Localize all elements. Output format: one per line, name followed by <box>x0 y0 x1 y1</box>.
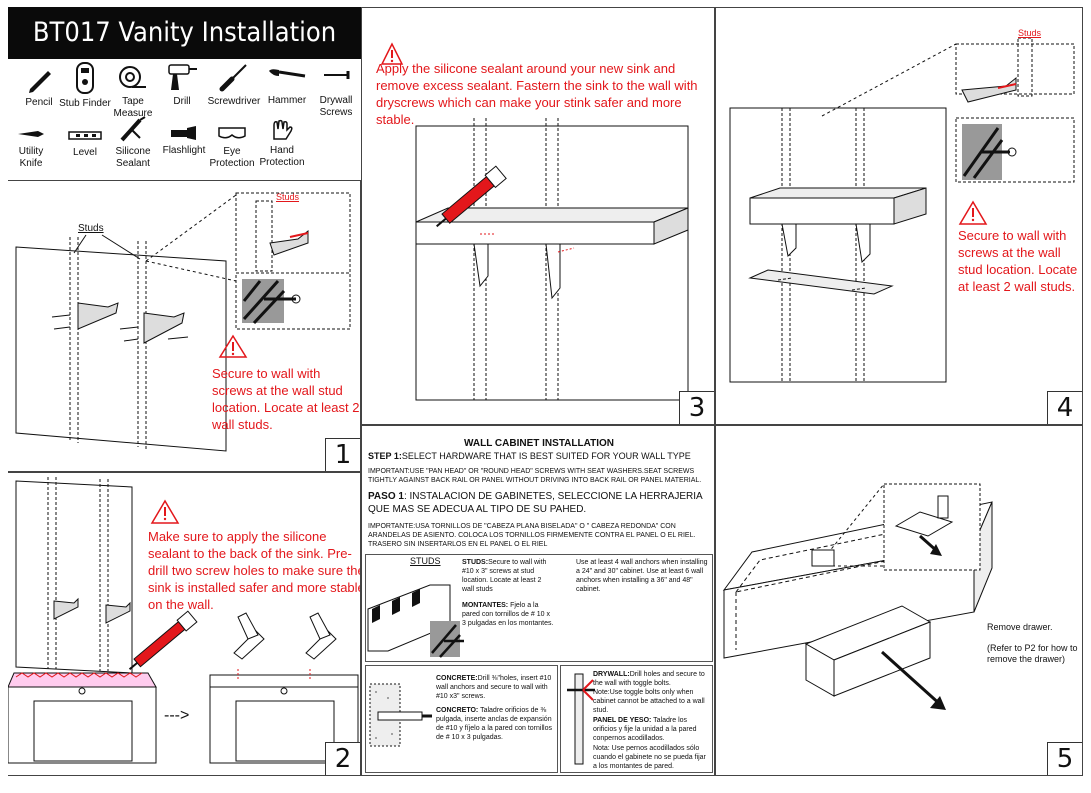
drywall-text: DRYWALL:Drill holes and secure to the wa… <box>593 671 705 687</box>
tool-screwdriver: Screwdriver <box>203 62 265 108</box>
wall-cabinet-panel: WALL CABINET INSTALLATION STEP 1:SELECT … <box>361 425 715 776</box>
tool-level: Level <box>54 129 116 159</box>
panel-text: PANEL DE YESO: Taladre los orificios y f… <box>593 717 697 742</box>
step-3-warning: Apply the silicone sealant around your n… <box>376 61 698 127</box>
step-5-illustration <box>722 483 993 710</box>
tool-label: Pencil <box>25 97 53 108</box>
step-1-panel: Studs Studs Secure to wall with screws a… <box>8 180 361 472</box>
tool-label: Utility Knife <box>18 146 44 169</box>
screwdriver-icon <box>219 64 247 92</box>
level-icon <box>68 131 102 140</box>
inset-studs-label: Studs <box>1018 28 1042 38</box>
tools-panel: BT017 Vanity Installation Guide Pencil S… <box>8 7 361 180</box>
tool-label: Stub Finder <box>59 98 111 109</box>
step-1-illustration <box>15 192 351 452</box>
tool-stud-finder: Stub Finder <box>54 62 116 110</box>
cabinet-step1: STEP 1:SELECT HARDWARE THAT IS BEST SUIT… <box>368 451 691 461</box>
step-number: 4 <box>1047 391 1082 424</box>
anchors-note: Use at least 4 wall anchors when install… <box>576 559 708 593</box>
concreto-text: CONCRETO: Taladre orificios de ⅜ pulgada… <box>436 707 552 741</box>
step-2-warning: Make sure to apply the silicone sealant … <box>148 529 361 612</box>
tool-silicone-sealant: Silicone Sealant <box>102 116 164 170</box>
drywall-box: DRYWALL:Drill holes and secure to the wa… <box>560 665 713 773</box>
tool-hammer: Hammer <box>256 67 318 107</box>
drill-icon <box>168 64 197 90</box>
step-1-warning: Secure to wall with screws at the wall s… <box>212 366 360 432</box>
sealant-gun-icon <box>120 116 146 142</box>
studs-text: STUDS:Secure to wall with #10 x 3" screw… <box>462 559 547 593</box>
tool-hand-protection: Hand Protection <box>251 119 313 169</box>
step-3-panel: Apply the silicone sealant around your n… <box>361 7 715 425</box>
tool-drywall-screws: Drywall Screws <box>305 67 361 119</box>
cabinet-important-en: IMPORTANT:USE "PAN HEAD" OR "ROUND HEAD"… <box>368 468 702 484</box>
nota-text: Nota: Use pernos acodillados sólo cuando… <box>593 745 706 770</box>
tool-label: Silicone Sealant <box>115 146 151 169</box>
utility-knife-icon <box>18 131 44 137</box>
cabinet-paso1: PASO 1: INSTALACION DE GABINETES, SELECC… <box>368 491 703 515</box>
cabinet-important-es: IMPORTANTE:USA TORNILLOS DE "CABEZA PLAN… <box>368 523 696 548</box>
tool-label: Eye Protection <box>209 146 255 169</box>
concrete-text: CONCRETE:Drill ⅜"holes, insert #10 wall … <box>436 675 552 700</box>
screw-icon <box>324 71 350 79</box>
step-4-illustration <box>729 37 1075 383</box>
step-2-panel: Make sure to apply the silicone sealant … <box>8 472 361 776</box>
tool-drill: Drill <box>151 62 213 108</box>
cabinet-heading: WALL CABINET INSTALLATION <box>464 438 614 449</box>
tool-utility-knife: Utility Knife <box>8 126 62 170</box>
concrete-box: CONCRETE:Drill ⅜"holes, insert #10 wall … <box>365 665 558 773</box>
tool-label: Screwdriver <box>207 96 261 107</box>
step-number: 1 <box>325 438 360 471</box>
step-5-panel: Remove drawer. (Refer to P2 for how to r… <box>715 425 1083 776</box>
tool-label: Flashlight <box>162 145 206 156</box>
arrow-next: ---> <box>164 707 190 724</box>
page-title: BT017 Vanity Installation Guide <box>8 7 361 100</box>
goggles-icon <box>218 127 246 139</box>
step-number: 2 <box>325 742 360 775</box>
step-2-illustration <box>8 477 359 764</box>
tool-label: Tape Measure <box>113 96 153 119</box>
drywall-note: Note:Use toggle bolts only when cabinet … <box>593 689 705 714</box>
concrete-illustration <box>369 683 432 747</box>
tool-flashlight: Flashlight <box>153 125 215 157</box>
tool-label: Hand Protection <box>259 145 305 168</box>
studs-box: STUDS STUDS:Secure to wall with #10 x 3"… <box>365 554 713 662</box>
drywall-illustration <box>567 673 595 765</box>
studs-illustration <box>367 584 464 658</box>
step-number: 3 <box>679 391 714 424</box>
studs-label: Studs <box>78 223 104 234</box>
pencil-icon <box>29 71 51 93</box>
hammer-icon <box>269 69 306 78</box>
step-4-warning: Secure to wall with screws at the wall s… <box>958 228 1078 294</box>
step-number: 5 <box>1047 742 1082 775</box>
step-4-panel: Studs Secure to wall with screws at the … <box>715 7 1083 425</box>
tool-pencil: Pencil <box>8 67 70 109</box>
glove-icon <box>273 119 293 140</box>
remove-drawer-text: Remove drawer. <box>987 622 1053 632</box>
step-3-illustration <box>380 42 689 401</box>
flashlight-icon <box>171 126 196 140</box>
tool-tape-measure: Tape Measure <box>102 64 164 120</box>
stud-finder-icon <box>76 62 94 94</box>
studs-tag: STUDS <box>410 556 441 566</box>
inset-studs-label: Studs <box>276 192 300 202</box>
tool-eye-protection: Eye Protection <box>201 124 263 170</box>
tool-label: Hammer <box>267 95 307 106</box>
tool-label: Level <box>73 147 97 158</box>
refer-text: (Refer to P2 for how to remove the drawe… <box>987 643 1078 664</box>
tape-measure-icon <box>119 66 146 88</box>
tool-label: Drywall Screws <box>319 95 353 118</box>
montantes-text: MONTANTES: Fjelo a la pared con tornillo… <box>462 602 554 627</box>
tool-label: Drill <box>173 96 191 107</box>
